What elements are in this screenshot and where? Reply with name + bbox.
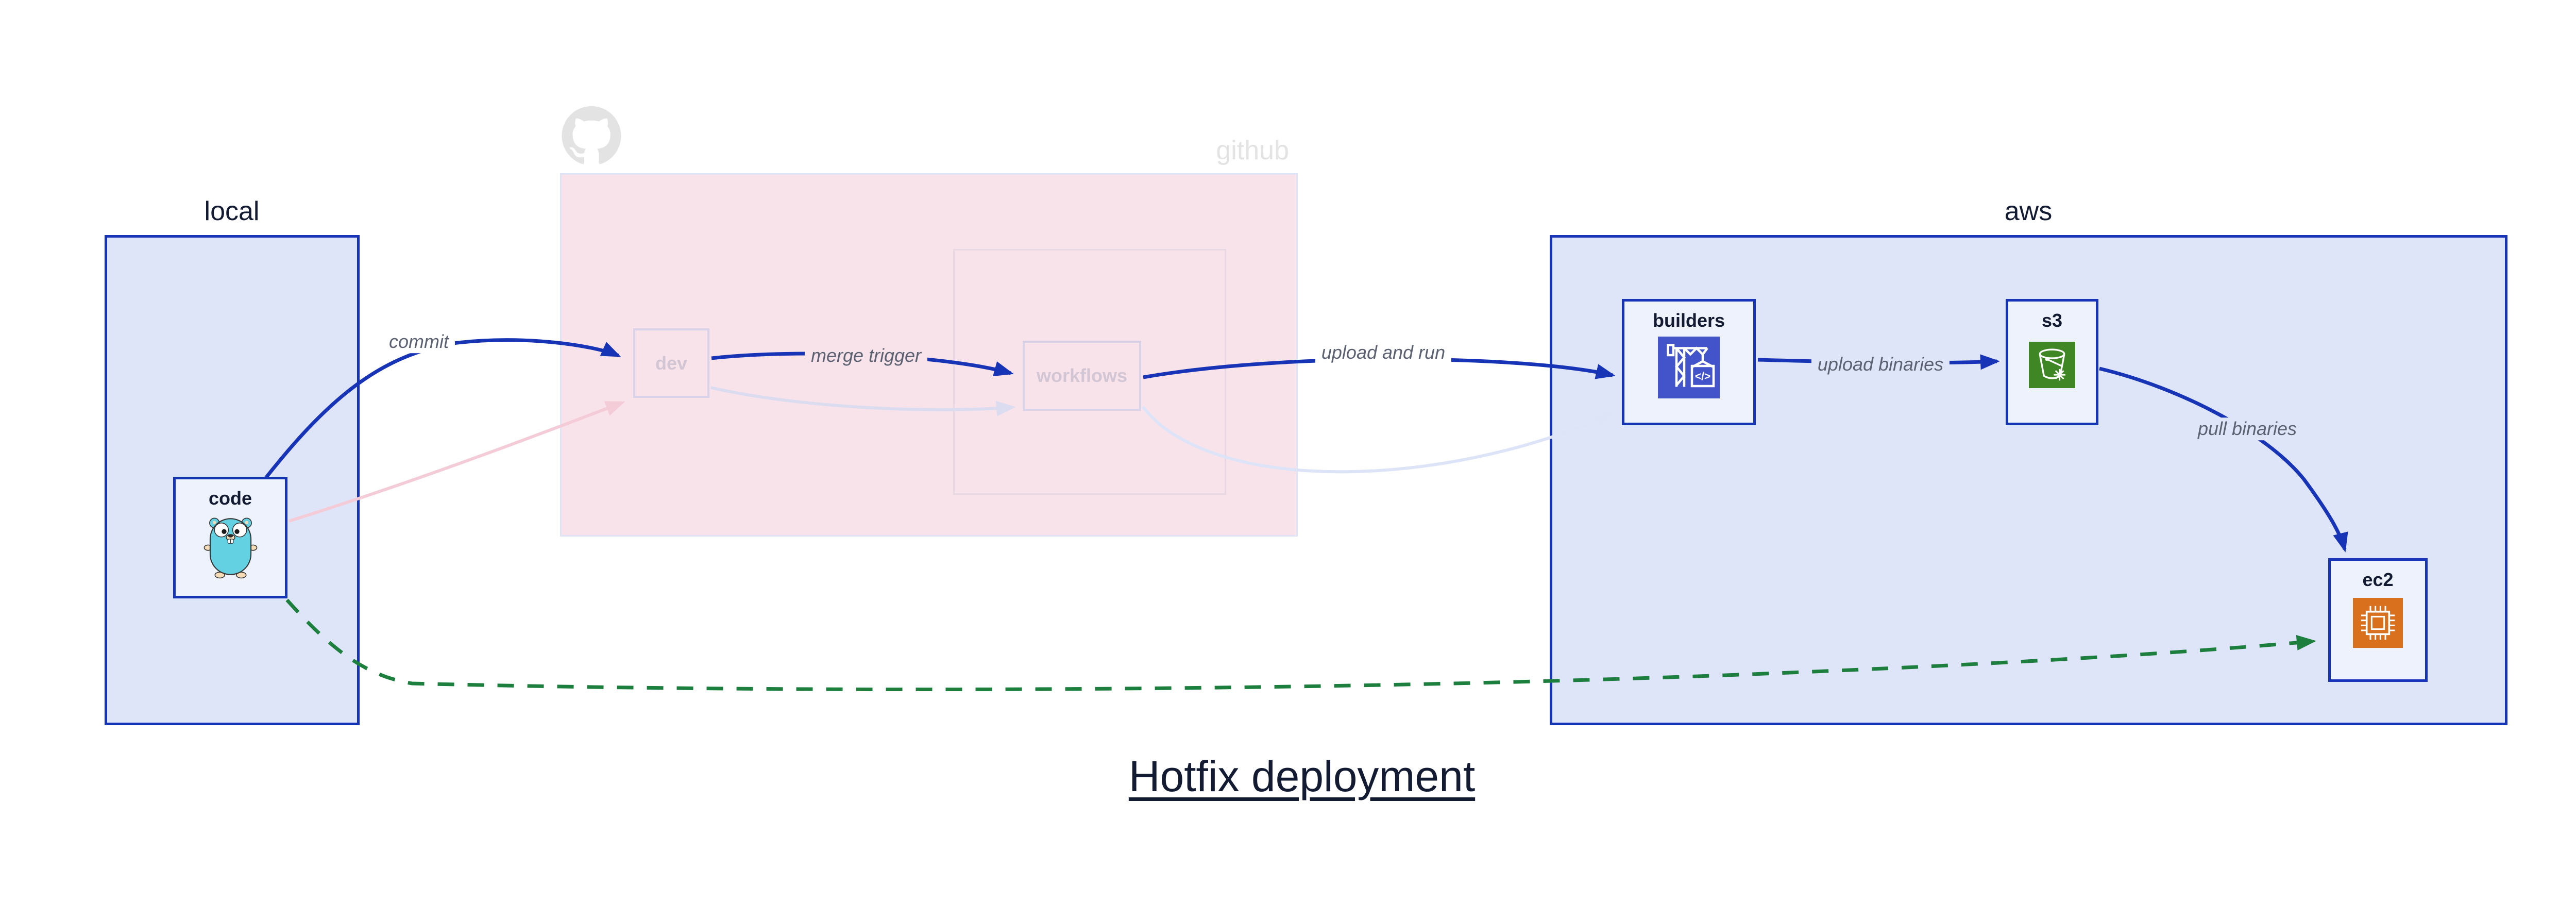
- node-dev-label: dev: [655, 352, 688, 374]
- diagram-title: Hotfix deployment: [1128, 752, 1476, 800]
- s3-glacier-bucket-icon: [2029, 342, 2075, 388]
- node-dev: dev: [633, 328, 709, 398]
- ec2-chip-icon: [2353, 598, 2403, 648]
- edge-label-pull-binaries: pull binaries: [2191, 417, 2303, 440]
- codebuild-crane-icon: </>: [1658, 337, 1720, 398]
- node-builders: builders </>: [1622, 299, 1756, 425]
- node-code-label: code: [208, 488, 252, 509]
- node-workflows: workflows: [1023, 341, 1141, 411]
- node-ec2: ec2: [2328, 558, 2428, 682]
- node-builders-label: builders: [1652, 310, 1725, 331]
- node-code: code: [173, 477, 287, 598]
- local-container-label: local: [204, 196, 260, 226]
- github-container-label: github: [1216, 136, 1289, 165]
- go-gopher-icon: [204, 517, 257, 579]
- aws-container-label: aws: [2004, 196, 2053, 226]
- edge-label-commit: commit: [383, 330, 455, 353]
- github-octocat-icon: [562, 106, 621, 164]
- node-s3: s3: [2006, 299, 2098, 425]
- edge-label-upload-and-run: upload and run: [1315, 341, 1452, 364]
- svg-text:</>: </>: [1695, 371, 1710, 382]
- node-s3-label: s3: [2041, 310, 2063, 331]
- node-workflows-label: workflows: [1036, 365, 1128, 386]
- node-ec2-label: ec2: [2362, 569, 2394, 590]
- edge-label-merge-trigger: merge trigger: [804, 344, 928, 367]
- edge-label-upload-binaries: upload binaries: [1811, 353, 1950, 376]
